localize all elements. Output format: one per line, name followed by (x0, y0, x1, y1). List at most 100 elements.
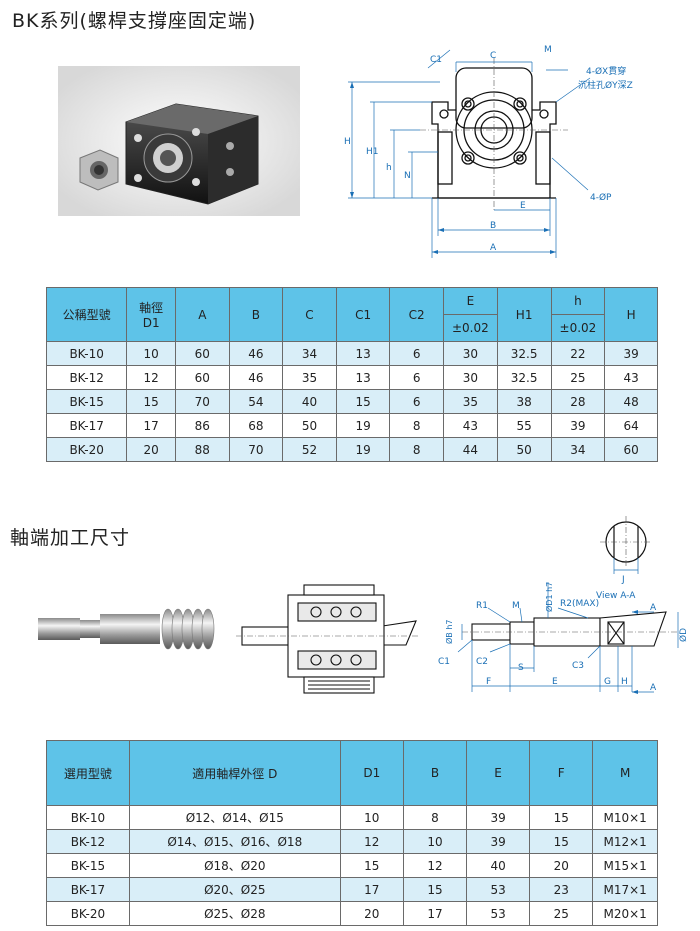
table-cell: BK-15 (46, 853, 130, 878)
table-cell: 39 (466, 805, 531, 830)
table-cell: 32.5 (496, 341, 552, 366)
table-cell: Ø20、Ø25 (128, 877, 341, 902)
header-f: F (529, 740, 594, 806)
table-cell: 40 (282, 389, 337, 414)
table-cell: M17×1 (592, 877, 658, 902)
dim-label-s: S (518, 663, 524, 673)
table-cell: 10 (402, 829, 468, 854)
dim-label-c: C (490, 51, 496, 61)
table-cell: 17 (339, 877, 404, 902)
spec-table: 公稱型號 軸徑 D1 A B C C1 C2 E H1 h H ±0.02 ±0… (45, 287, 658, 462)
dim-label-c1: C1 (430, 55, 442, 65)
table-cell: 20 (339, 901, 404, 926)
table-cell: 54 (228, 389, 284, 414)
header-shaft-line1: 軸徑 (139, 301, 164, 315)
table-cell: BK-12 (46, 829, 130, 854)
table-cell: 19 (335, 437, 391, 462)
table-cell: 35 (442, 389, 498, 414)
table-cell: 88 (175, 437, 230, 462)
table-cell: M10×1 (592, 805, 658, 830)
table-cell: 39 (550, 413, 606, 438)
table-cell: 46 (228, 341, 284, 366)
header-shaft: 軸徑 D1 (126, 287, 176, 342)
header-e-tolerance: ±0.02 (442, 314, 498, 342)
table-cell: 6 (389, 365, 444, 390)
table-cell: 68 (228, 413, 284, 438)
dim-label-d: ØD (678, 628, 689, 642)
table-cell: 13 (335, 365, 391, 390)
table-cell: 25 (529, 901, 594, 926)
table-cell: 17 (402, 901, 468, 926)
dim-label-m: M (512, 601, 520, 611)
table-cell: 28 (550, 389, 606, 414)
dim-label-n: N (404, 171, 411, 181)
header-b: B (228, 287, 284, 342)
table-cell: Ø14、Ø15、Ø16、Ø18 (128, 829, 341, 854)
shaft-photo (28, 590, 224, 668)
table-cell: 10 (126, 341, 176, 366)
table-cell: 39 (604, 341, 658, 366)
table-cell: 17 (126, 413, 176, 438)
table-cell: 8 (389, 437, 444, 462)
table-cell: M12×1 (592, 829, 658, 854)
table-cell: 12 (402, 853, 468, 878)
table-cell: 6 (389, 341, 444, 366)
dim-label-r2: R2(MAX) (560, 599, 599, 609)
table-cell: 44 (442, 437, 498, 462)
table-cell: 55 (496, 413, 552, 438)
header-h1: H1 (496, 287, 552, 342)
dim-label-e: E (552, 677, 558, 687)
table-cell: 50 (282, 413, 337, 438)
hole-note-counterbore: 沉柱孔ØY深Z (578, 79, 633, 91)
support-unit-drawing: C1 C M 4-ØX貫穿 沉柱孔ØY深Z H H1 h N 4-ØP E B … (340, 40, 680, 265)
table-cell: 10 (339, 805, 404, 830)
table-cell: 34 (282, 341, 337, 366)
header-b: B (402, 740, 468, 806)
table-cell: 15 (529, 805, 594, 830)
header-d1: D1 (339, 740, 404, 806)
table-cell: BK-12 (45, 365, 128, 390)
table-cell: 39 (466, 829, 531, 854)
table-cell: 34 (550, 437, 606, 462)
table-cell: BK-20 (45, 437, 128, 462)
header-c1: C1 (335, 287, 391, 342)
table-cell: 46 (228, 365, 284, 390)
dim-label-c3: C3 (572, 661, 584, 671)
table-cell: 20 (126, 437, 176, 462)
dim-label-bh7: ØB h7 (444, 620, 454, 645)
table-cell: 50 (496, 437, 552, 462)
table-cell: M20×1 (592, 901, 658, 926)
header-m: M (592, 740, 658, 806)
dim-label-h-small: h (386, 163, 392, 173)
table-cell: 19 (335, 413, 391, 438)
table-cell: M15×1 (592, 853, 658, 878)
section-title-support-unit: BK系列(螺桿支撐座固定端) (12, 10, 257, 32)
table-cell: 8 (402, 805, 468, 830)
table-cell: BK-10 (45, 341, 128, 366)
table-cell: 48 (604, 389, 658, 414)
header-c: C (282, 287, 337, 342)
header-c2: C2 (389, 287, 444, 342)
table-cell: 60 (175, 341, 230, 366)
dim-label-p: 4-ØP (590, 192, 612, 203)
table-cell: 12 (339, 829, 404, 854)
table-cell: 64 (604, 413, 658, 438)
header-model: 公稱型號 (45, 287, 128, 342)
table-cell: Ø25、Ø28 (128, 901, 341, 926)
table-cell: 60 (175, 365, 230, 390)
table-cell: BK-20 (46, 901, 130, 926)
table-cell: 8 (389, 413, 444, 438)
table-cell: 15 (339, 853, 404, 878)
assembly-drawing (236, 584, 420, 695)
table-cell: 43 (604, 365, 658, 390)
table-cell: 13 (335, 341, 391, 366)
table-cell: 86 (175, 413, 230, 438)
dim-label-c1: C1 (438, 657, 450, 667)
header-h-tolerance: ±0.02 (550, 314, 606, 342)
shaft-end-drawing: J View A-A A A R1 M ØD1 h7 R2(MAX) ØB h7… (428, 512, 698, 707)
